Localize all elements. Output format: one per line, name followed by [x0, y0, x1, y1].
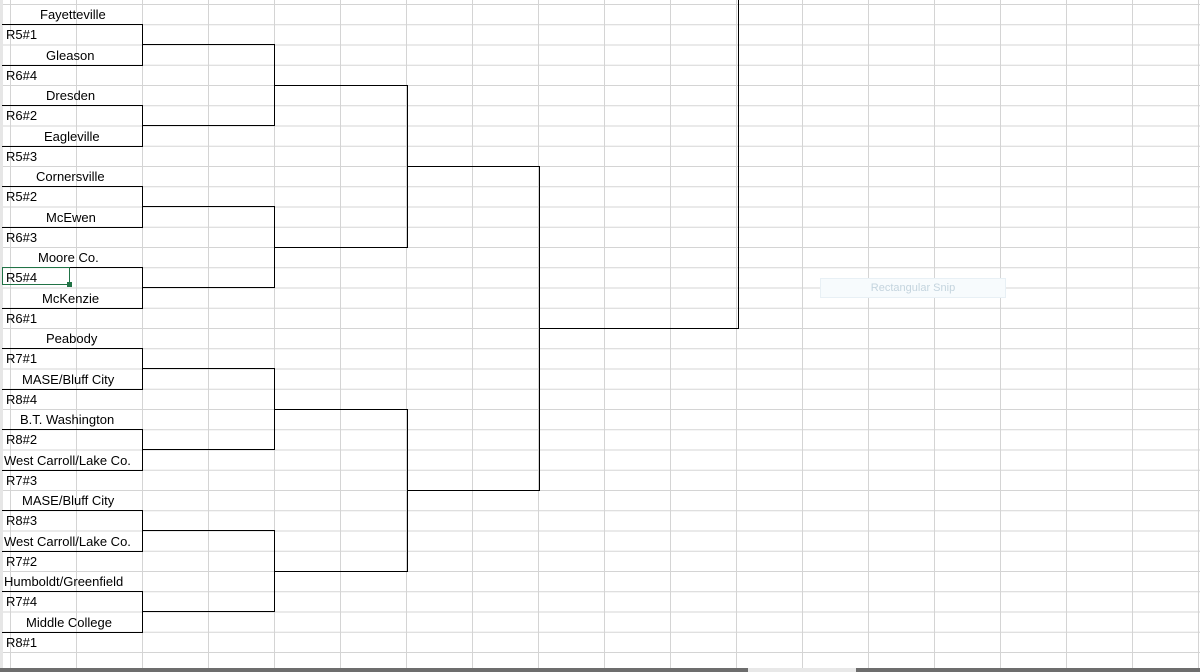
first-round-line: [2, 469, 143, 471]
first-round-line: [2, 631, 143, 633]
final-line: [539, 327, 739, 329]
second-round-line: [142, 368, 275, 370]
second-round-line: [142, 530, 275, 532]
team-name[interactable]: MASE/Bluff City: [22, 493, 115, 508]
team-name[interactable]: B.T. Washington: [20, 412, 115, 427]
fourth-round-line: [407, 165, 540, 167]
team-name[interactable]: Eagleville: [44, 128, 100, 144]
seed-label[interactable]: R5#2: [6, 189, 38, 205]
seed-label[interactable]: R7#4: [6, 594, 38, 610]
first-round-line: [2, 307, 143, 309]
second-round-line: [142, 125, 275, 127]
seed-label[interactable]: R6#1: [6, 310, 38, 326]
scrollbar-thumb-right[interactable]: [856, 668, 1200, 672]
seed-label[interactable]: R8#3: [6, 513, 38, 529]
team-name[interactable]: Middle College: [26, 614, 112, 630]
first-round-line: [2, 510, 143, 511]
selected-cell[interactable]: [2, 267, 72, 287]
seed-label[interactable]: R5#1: [6, 27, 38, 43]
first-round-line: [2, 105, 143, 106]
team-name[interactable]: Humboldt/Greenfield: [4, 574, 124, 589]
first-round-line: [2, 64, 143, 66]
first-round-line: [2, 429, 143, 430]
seed-label[interactable]: R7#1: [6, 351, 38, 367]
first-round-line: [2, 186, 143, 187]
second-round-line: [142, 611, 275, 613]
team-name[interactable]: West Carroll/Lake Co.: [4, 452, 131, 468]
team-name[interactable]: Cornersville: [36, 169, 105, 184]
seed-label[interactable]: R6#3: [6, 229, 38, 245]
third-round-line: [274, 408, 408, 410]
seed-label[interactable]: R8#4: [6, 391, 38, 407]
seed-label[interactable]: R6#2: [6, 108, 38, 124]
fourth-round-line: [407, 489, 540, 491]
second-round-line: [142, 44, 275, 46]
third-round-line: [274, 246, 408, 248]
team-name[interactable]: Dresden: [46, 88, 96, 103]
final-line: [738, 0, 739, 329]
fill-handle[interactable]: [67, 282, 72, 287]
horizontal-scrollbar[interactable]: [0, 668, 1200, 672]
second-round-line: [142, 206, 275, 208]
seed-label[interactable]: R5#3: [6, 148, 38, 164]
seed-label[interactable]: R5#4: [6, 270, 38, 286]
team-name[interactable]: McKenzie: [42, 290, 100, 306]
team-name[interactable]: McEwen: [46, 209, 96, 225]
team-name[interactable]: Moore Co.: [38, 250, 99, 265]
team-name[interactable]: West Carroll/Lake Co.: [4, 533, 131, 549]
scrollbar-thumb[interactable]: [0, 668, 748, 672]
first-round-line: [2, 591, 143, 592]
third-round-line: [274, 570, 408, 572]
row-header-edge: [0, 0, 3, 668]
first-round-line: [2, 226, 143, 228]
team-name[interactable]: Fayetteville: [40, 7, 106, 22]
seed-label[interactable]: R8#1: [6, 634, 38, 650]
team-name[interactable]: Gleason: [46, 47, 95, 63]
rectangular-snip-overlay[interactable]: Rectangular Snip: [820, 278, 1006, 298]
first-round-line: [2, 388, 143, 390]
second-round-line: [142, 287, 275, 289]
seed-label[interactable]: R7#2: [6, 553, 38, 569]
first-round-line: [2, 24, 143, 25]
third-round-line: [274, 84, 408, 86]
team-name[interactable]: MASE/Bluff City: [22, 371, 115, 387]
seed-label[interactable]: R8#2: [6, 432, 38, 448]
second-round-line: [142, 449, 275, 451]
seed-label[interactable]: R7#3: [6, 472, 38, 488]
team-name[interactable]: Peabody: [46, 331, 98, 346]
first-round-line: [2, 550, 143, 552]
first-round-line: [2, 145, 143, 147]
seed-label[interactable]: R6#4: [6, 67, 38, 83]
first-round-line: [2, 267, 143, 268]
first-round-line: [2, 348, 143, 349]
